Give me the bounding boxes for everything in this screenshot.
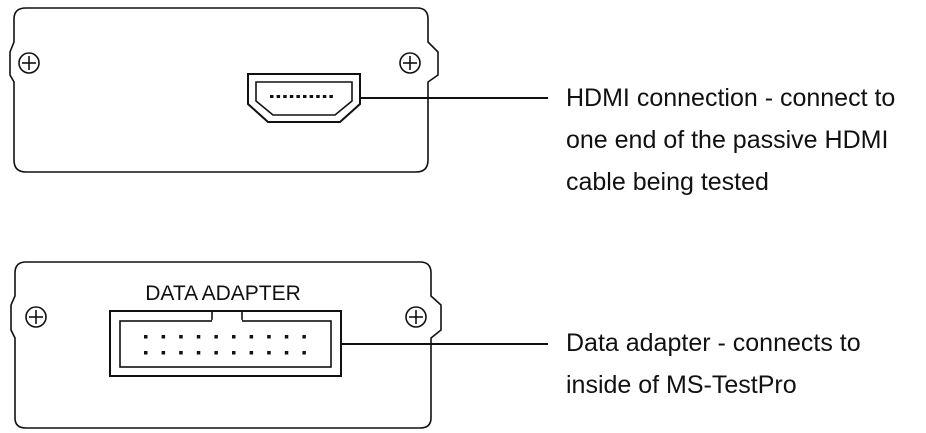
hdmi-pin (276, 95, 281, 98)
hdmi-pin (289, 95, 294, 98)
screw-icon (18, 52, 40, 74)
data-adapter-panel (10, 261, 548, 429)
hdmi-pin (329, 95, 333, 98)
data-pin (144, 351, 148, 355)
hdmi-pin (283, 95, 287, 98)
hdmi-pin (316, 95, 320, 98)
hdmi-callout-line: one end of the passive HDMI (566, 126, 889, 154)
data-pin (179, 335, 183, 339)
data-pin (161, 351, 166, 355)
hdmi-adapter-panel (9, 7, 548, 173)
hdmi-pin (309, 95, 314, 98)
data-pin (302, 351, 306, 355)
hdmi-panel-outline (9, 7, 439, 173)
hdmi-pin (322, 95, 327, 98)
data-pin (179, 351, 183, 355)
screw-icon (405, 306, 427, 328)
data-callout-line: inside of MS-TestPro (566, 371, 797, 399)
data-callout: Data adapter - connects to inside of MS-… (566, 322, 861, 406)
screw-icon (25, 306, 47, 328)
data-pin (161, 335, 166, 339)
data-pin (232, 351, 236, 355)
hdmi-port-pins (270, 95, 333, 98)
data-pin (214, 351, 218, 355)
data-pin (232, 335, 236, 339)
data-pin (284, 351, 289, 355)
hdmi-callout-line: HDMI connection - connect to (566, 84, 896, 112)
hdmi-pin (270, 95, 274, 98)
data-pin (284, 335, 289, 339)
data-connector-pins (144, 335, 306, 355)
screw-icon (399, 52, 421, 74)
data-panel-outline (10, 261, 442, 429)
data-pin (144, 335, 148, 339)
hdmi-callout: HDMI connection - connect to one end of … (566, 77, 895, 203)
data-pin (196, 351, 201, 355)
data-pin (249, 335, 254, 339)
data-panel-label: DATA ADAPTER (145, 282, 301, 305)
data-callout-line: Data adapter - connects to (566, 329, 861, 357)
data-pin (267, 351, 271, 355)
data-pin (267, 335, 271, 339)
data-pin (302, 335, 306, 339)
data-pin (196, 335, 201, 339)
hdmi-pin (296, 95, 300, 98)
data-pin (249, 351, 254, 355)
hdmi-callout-line: cable being tested (566, 168, 769, 196)
data-pin (214, 335, 218, 339)
hdmi-port-icon (247, 73, 361, 123)
data-connector-icon (109, 310, 342, 377)
hdmi-pin (303, 95, 307, 98)
